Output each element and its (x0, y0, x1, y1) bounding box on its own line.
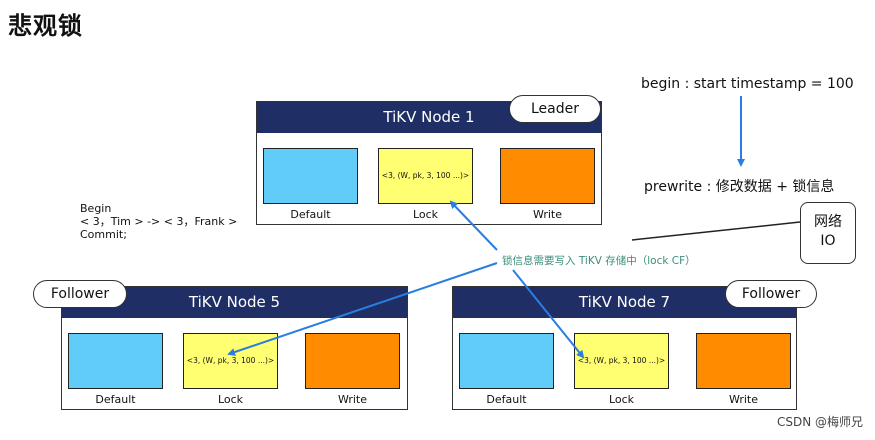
network-io-box: 网络 IO (800, 202, 856, 264)
watermark: CSDN @梅师兄 (776, 415, 863, 429)
node-5-write-cf (305, 333, 400, 389)
node-5-lock-label: Lock (217, 393, 244, 406)
write-to-node1-arrow (449, 200, 498, 251)
network-io-connector (631, 221, 801, 241)
lock-cf-note: 锁信息需要写入 TiKV 存储中（lock CF） (500, 253, 698, 268)
node-1-role-badge: Leader (509, 95, 601, 123)
transaction-statement: Begin < 3，Tim > -> < 3，Frank > Commit; (80, 202, 237, 241)
transaction-commit: Commit; (80, 228, 127, 241)
transaction-update: < 3，Tim > -> < 3，Frank > (80, 215, 238, 228)
tikv-node-7: TiKV Node 7 <3, (W, pk, 3, 100 ...)> Def… (452, 286, 797, 410)
node-1-default-label: Default (290, 208, 331, 221)
node-5-default-cf (68, 333, 163, 389)
node-7-lock-label: Lock (608, 393, 635, 406)
replicate-to-node7-arrow (512, 269, 585, 359)
node-7-default-cf (459, 333, 554, 389)
node-1-write-cf (500, 148, 595, 204)
node-7-write-cf (696, 333, 791, 389)
node-5-role-badge: Follower (33, 280, 127, 308)
node-7-role-badge: Follower (725, 280, 817, 308)
node-7-write-label: Write (728, 393, 759, 406)
node-1-lock-label: Lock (412, 208, 439, 221)
network-io-line2: IO (820, 233, 836, 249)
node-7-default-label: Default (486, 393, 527, 406)
replicate-to-node5-arrow (227, 262, 498, 356)
node-7-lock-cf: <3, (W, pk, 3, 100 ...)> (574, 333, 669, 389)
network-io-line1: 网络 (814, 214, 842, 230)
node-1-write-label: Write (532, 208, 563, 221)
prewrite-step: prewrite : 修改数据 + 锁信息 (644, 179, 835, 195)
node-1-default-cf (263, 148, 358, 204)
page-title: 悲观锁 (8, 12, 83, 40)
begin-step: begin : start timestamp = 100 (641, 76, 854, 92)
transaction-begin: Begin (80, 202, 112, 215)
node-5-default-label: Default (95, 393, 136, 406)
node-1-lock-cf: <3, (W, pk, 3, 100 ...)> (378, 148, 473, 204)
node-5-write-label: Write (337, 393, 368, 406)
